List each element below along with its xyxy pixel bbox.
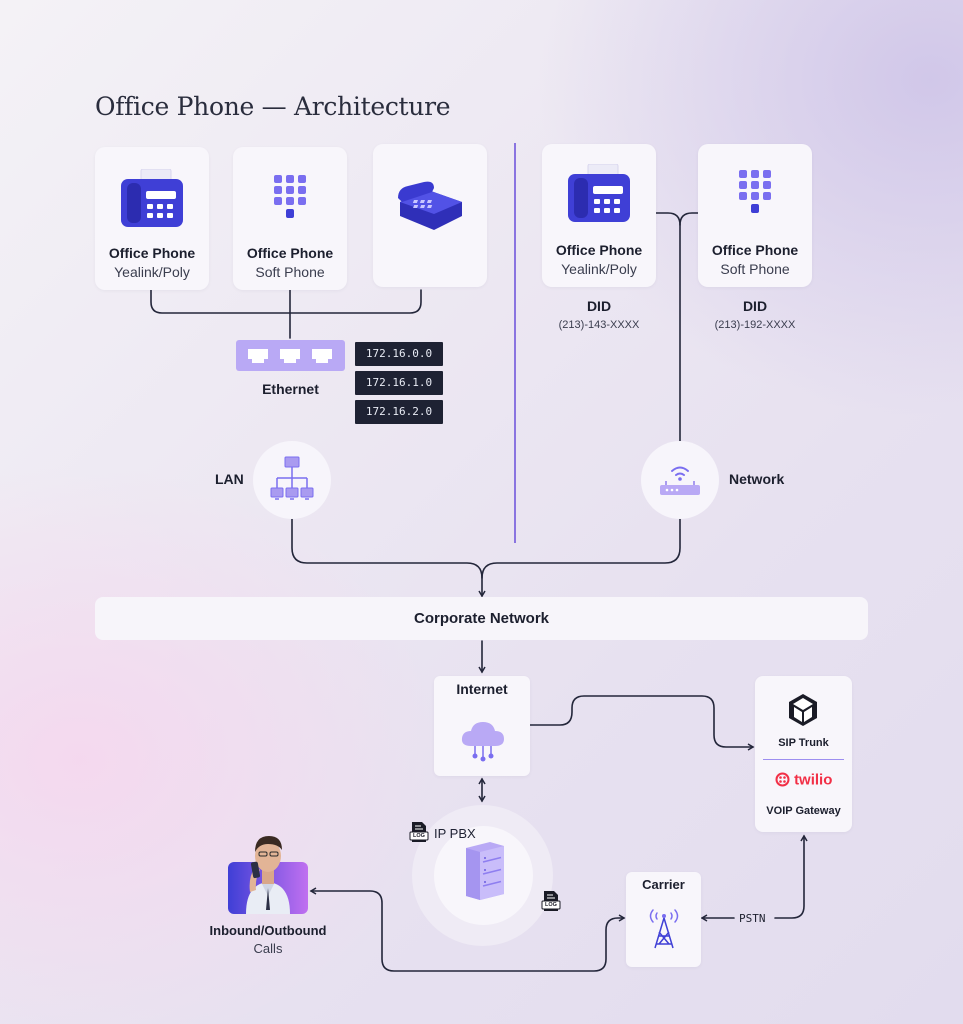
log-file-icon: LOG <box>541 890 561 912</box>
lan-topology-icon <box>270 456 314 500</box>
did-info: DID (213)-192-XXXX <box>698 298 812 331</box>
keypad-icon <box>274 175 306 218</box>
calls-subtitle: Calls <box>253 941 283 956</box>
subnet-tag: 172.16.0.0 <box>355 342 443 366</box>
corporate-network-label: Corporate Network <box>413 610 550 627</box>
did-label: DID <box>586 298 612 314</box>
did-number: (213)-143-XXXX <box>558 319 640 331</box>
device-card-telephone[interactable] <box>373 144 487 287</box>
did-number: (213)-192-XXXX <box>714 319 796 331</box>
cube-icon <box>789 694 817 726</box>
subnet-tag: 172.16.1.0 <box>355 371 443 395</box>
desk-phone-icon <box>121 169 183 227</box>
device-subtitle: Yealink/Poly <box>561 261 637 277</box>
cloud-icon <box>461 722 504 762</box>
device-subtitle: Soft Phone <box>255 264 325 280</box>
voip-gateway-label: VOIP Gateway <box>766 805 841 817</box>
corporate-network-bar[interactable]: Corporate Network <box>95 597 868 640</box>
keypad-icon <box>739 170 771 213</box>
internet-label: Internet <box>456 681 508 697</box>
device-card-desk-phone-did[interactable]: Office Phone Yealink/Poly <box>542 144 656 287</box>
caller-avatar <box>228 832 308 914</box>
telephone-icon <box>398 181 462 230</box>
did-info: DID (213)-143-XXXX <box>542 298 656 331</box>
lan-label: LAN <box>215 471 244 487</box>
pbx-node[interactable]: IP PBX <box>434 826 533 925</box>
carrier-node[interactable]: Carrier <box>626 872 701 967</box>
cell-tower-icon <box>649 909 679 949</box>
device-title: Office Phone <box>555 242 643 258</box>
log-file-icon: LOG <box>409 821 429 843</box>
device-card-soft-phone-did[interactable]: Office Phone Soft Phone <box>698 144 812 287</box>
device-card-soft-phone[interactable]: Office Phone Soft Phone <box>233 147 347 290</box>
device-title: Office Phone <box>711 242 799 258</box>
network-node[interactable] <box>641 441 719 519</box>
device-title: Office Phone <box>108 245 196 261</box>
server-rack-icon <box>466 842 504 900</box>
log-badge-label: LOG <box>413 833 425 839</box>
device-subtitle: Soft Phone <box>720 261 790 277</box>
calls-caption: Inbound/Outbound Calls <box>196 923 340 956</box>
wifi-router-icon <box>660 466 700 495</box>
twilio-icon <box>775 772 790 787</box>
calls-title: Inbound/Outbound <box>209 923 327 938</box>
ethernet-switch-icon <box>236 340 345 371</box>
sip-gateway-node[interactable]: SIP Trunk twilio VOIP Gateway <box>755 676 852 832</box>
network-label: Network <box>729 471 785 487</box>
section-divider <box>514 143 516 543</box>
subnet-tag: 172.16.2.0 <box>355 400 443 424</box>
twilio-logo: twilio <box>755 771 852 789</box>
log-badge-label: LOG <box>545 902 557 908</box>
device-subtitle: Yealink/Poly <box>114 264 190 280</box>
lan-node[interactable] <box>253 441 331 519</box>
carrier-label: Carrier <box>642 877 685 892</box>
sip-trunk-label: SIP Trunk <box>778 737 829 749</box>
desk-phone-icon <box>568 164 630 222</box>
twilio-wordmark: twilio <box>794 771 833 789</box>
divider <box>763 759 844 760</box>
ethernet-label: Ethernet <box>262 381 319 397</box>
pstn-label: PSTN <box>739 912 766 925</box>
device-title: Office Phone <box>246 245 334 261</box>
device-card-desk-phone[interactable]: Office Phone Yealink/Poly <box>95 147 209 290</box>
internet-node[interactable]: Internet <box>434 676 530 776</box>
pbx-label: IP PBX <box>434 826 476 841</box>
page-title: Office Phone — Architecture <box>95 92 451 121</box>
did-label: DID <box>742 298 768 314</box>
